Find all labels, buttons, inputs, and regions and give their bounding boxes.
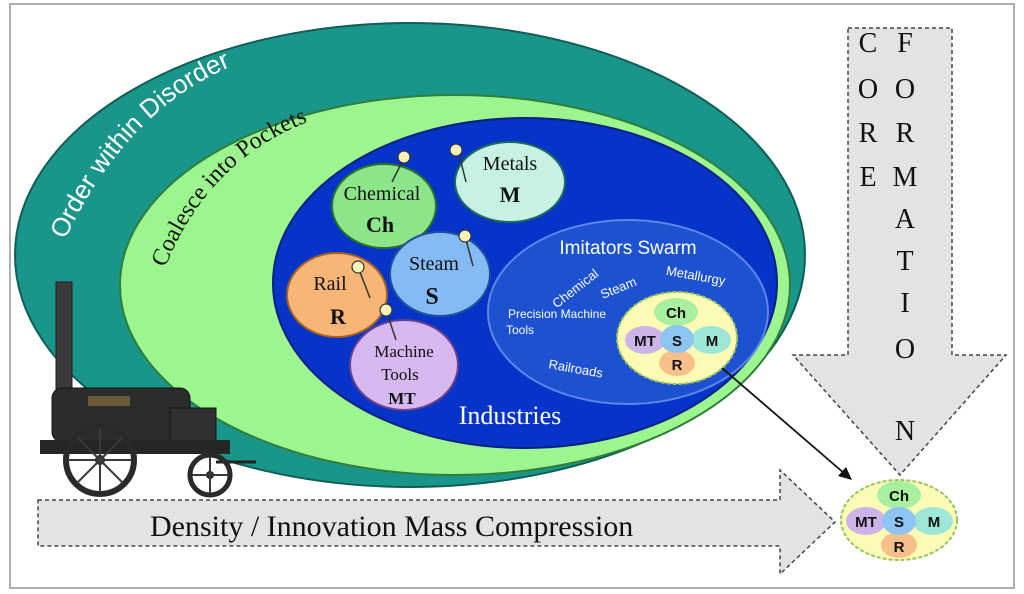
final-ch-bubble [877,481,921,509]
pin-icon [397,150,411,164]
final-ch-label: Ch [889,488,909,505]
locomotive-cab [169,407,217,447]
chemical-circle [331,163,437,249]
rail-name: Rail [313,273,347,295]
formation-letter: O [895,74,915,105]
chemical-name: Chemical [344,183,421,205]
final-m-label: M [928,514,941,531]
formation-letter: O [895,334,915,365]
machine-tools-circle [349,319,459,411]
formation-letter: A [895,204,916,235]
formation-letter: T [896,246,913,277]
locomotive-chimney [55,281,73,393]
core-mt-label: MT [634,333,656,350]
metals-name: Metals [483,153,538,175]
swarm-core-cluster: Ch MT S M R [616,291,738,385]
core-formation-arrow [791,27,1008,477]
pin-icon [449,143,463,157]
steam-circle [389,231,491,317]
core-ch-label: Ch [666,305,686,322]
core-mt-bubble [625,326,665,354]
pin-icon [379,303,393,317]
core-formation-col2: F O R M A T I O N [893,28,918,447]
core-s-bubble [660,325,694,353]
core-letter: R [859,118,878,149]
formation-letter: N [895,416,915,447]
chemical-abbr: Ch [366,212,394,237]
final-r-bubble [881,532,917,558]
final-s-bubble [882,507,916,535]
pin-icon [458,229,472,243]
swarm-precision-line2: Tools [506,323,534,337]
core-m-bubble [691,326,731,354]
core-ch-bubble [654,298,698,326]
final-s-label: S [894,514,904,531]
formation-letter: R [896,118,915,149]
core-s-label: S [672,333,682,350]
metals-circle [454,141,566,223]
core-letter: C [859,28,878,59]
density-label: Density / Innovation Mass Compression [150,510,633,543]
density-arrow [37,468,837,576]
bubble-steam: Steam S [389,229,491,317]
core-letter: E [859,162,876,193]
pin-icon [351,260,365,274]
steam-name: Steam [409,253,459,275]
rail-abbr: R [330,304,347,329]
steam-abbr: S [425,284,438,310]
locomotive-icon [40,281,256,498]
core-r-bubble [659,350,695,376]
formation-letter: I [900,288,909,319]
bubble-machine-tools: Machine Tools MT [349,303,459,411]
formation-letter: F [897,28,913,59]
formation-letter: M [893,162,918,193]
bubble-rail: Rail R [286,252,388,338]
bubble-chemical: Chemical Ch [331,150,437,249]
machine-tools-abbr: MT [388,389,416,408]
core-letter: O [858,74,878,105]
industries-label: Industries [459,401,562,430]
locomotive-plate [88,396,130,406]
core-formation-col1: C O R E [858,28,878,193]
machine-tools-name-line1: Machine [374,342,433,361]
core-pointer-arrowhead [838,467,852,480]
bubble-metals: Metals M [449,141,566,223]
core-pointer-line [721,367,846,475]
locomotive-driving-wheel [63,423,137,497]
locomotive-frame [40,440,230,454]
final-mt-label: MT [855,514,877,531]
core-m-label: M [706,333,719,350]
swarm-title: Imitators Swarm [559,238,696,259]
machine-tools-name-line2: Tools [381,365,419,384]
frame-border [9,3,1015,589]
spoke [76,436,124,484]
locomotive-rear-wheel [187,452,233,498]
metals-abbr: M [500,182,521,207]
final-mt-bubble [846,507,886,535]
core-r-label: R [672,357,683,374]
swarm-precision-line1: Precision Machine [508,307,606,321]
final-r-label: R [894,539,905,556]
rail-circle [286,252,388,338]
final-m-bubble [913,507,953,535]
final-core-cluster: Ch MT S M R [840,479,958,561]
